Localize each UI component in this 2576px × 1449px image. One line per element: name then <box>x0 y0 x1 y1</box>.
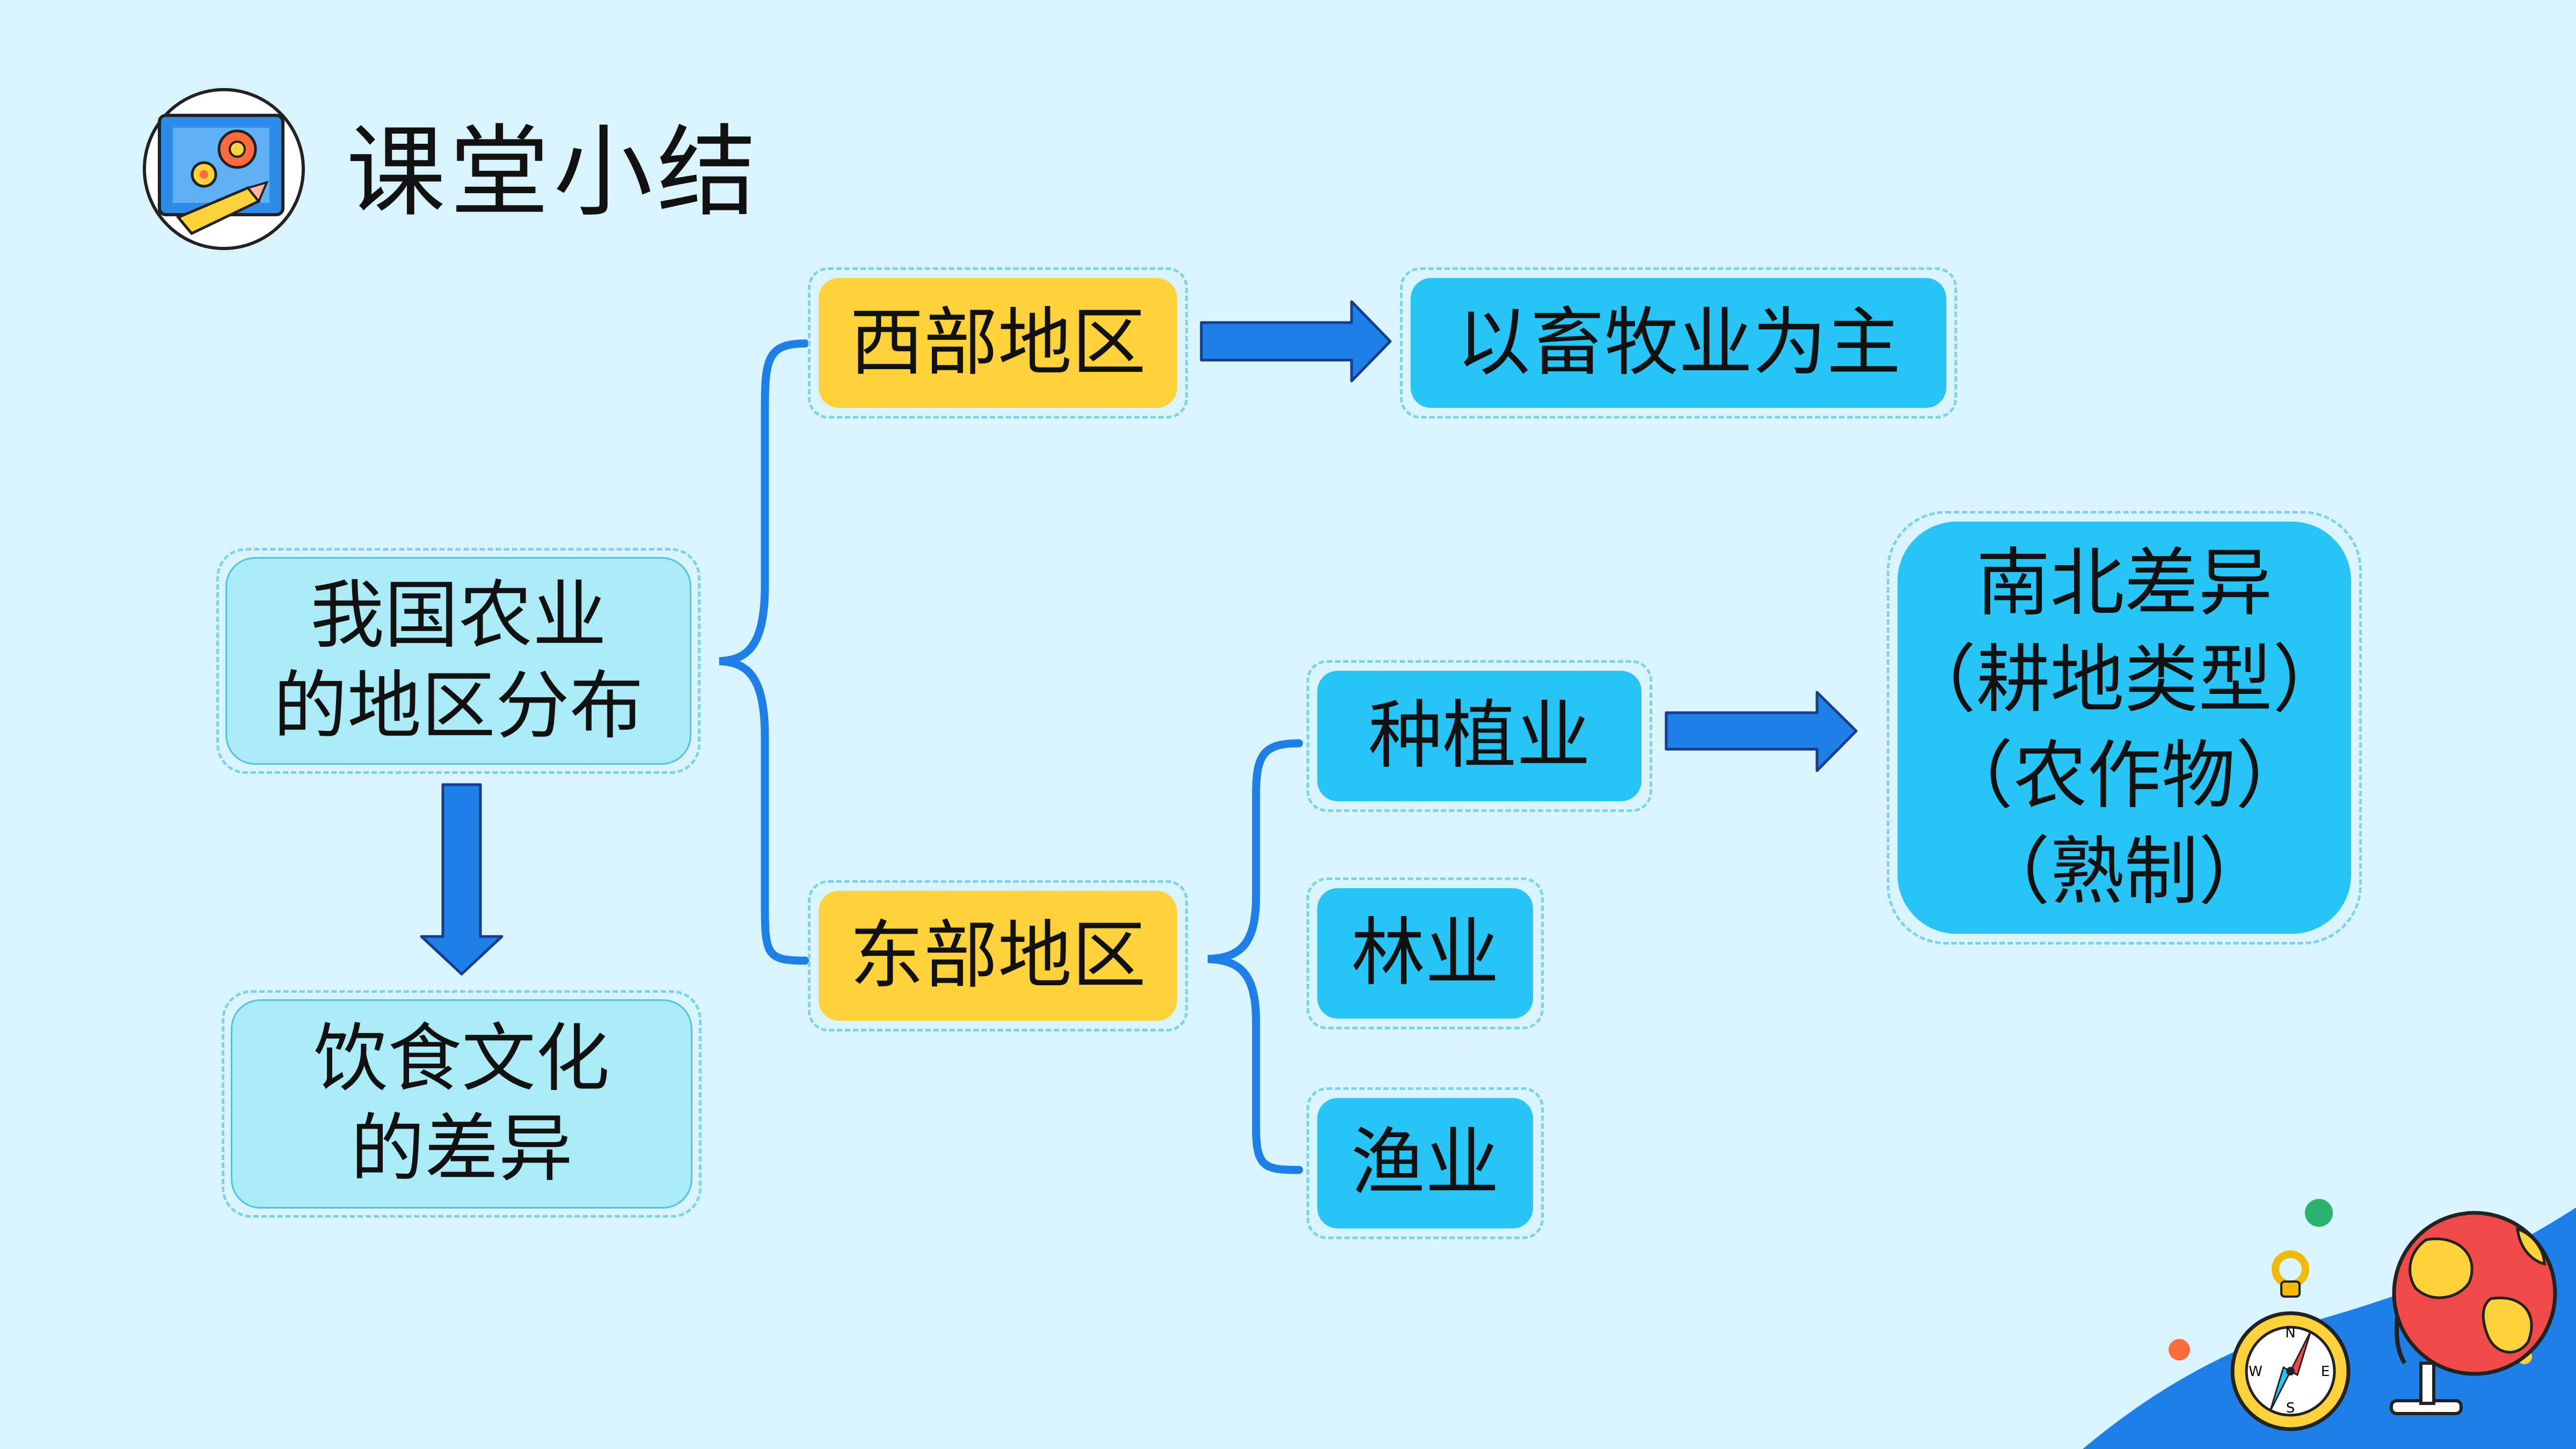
node-food-line: 的差异 <box>350 1106 573 1192</box>
node-west: 西部地区 <box>808 267 1188 419</box>
node-food: 饮食文化 的差异 <box>222 990 702 1218</box>
node-crop: 种植业 <box>1307 660 1652 812</box>
node-east: 东部地区 <box>808 880 1188 1031</box>
blueprint-gear-logo-icon <box>143 88 305 250</box>
globe-compass-decoration: N E S W <box>2083 1199 2576 1449</box>
compass-letter-n: N <box>2285 1325 2295 1341</box>
page-title: 课堂小结 <box>346 114 761 230</box>
node-root-line: 的地区分布 <box>273 662 644 749</box>
compass-letter-s: S <box>2286 1400 2295 1416</box>
node-west-result: 以畜牧业为主 <box>1400 267 1957 419</box>
node-north-south-difference: 南北差异 （耕地类型） （农作物） （熟制） <box>1887 511 2362 945</box>
node-root-line: 我国农业 <box>310 572 607 659</box>
node-ns-line: 南北差异 <box>1976 540 2273 627</box>
node-fish: 渔业 <box>1307 1087 1544 1239</box>
compass-letter-e: E <box>2321 1364 2330 1380</box>
node-ns-line: （耕地类型） <box>1902 636 2347 723</box>
brace-root-to-regions <box>719 339 809 965</box>
node-ns-line: （农作物） <box>1939 733 2310 819</box>
node-root: 我国农业 的地区分布 <box>216 548 700 774</box>
arrow-west-to-result <box>1200 300 1392 383</box>
brace-east-to-sectors <box>1207 739 1303 1174</box>
node-forest: 林业 <box>1307 877 1544 1029</box>
node-ns-line: （熟制） <box>1976 829 2273 916</box>
node-food-line: 饮食文化 <box>313 1015 610 1102</box>
arrow-crop-to-ns <box>1665 691 1858 772</box>
compass-letter-w: W <box>2249 1364 2263 1380</box>
arrow-root-to-food <box>420 783 503 976</box>
